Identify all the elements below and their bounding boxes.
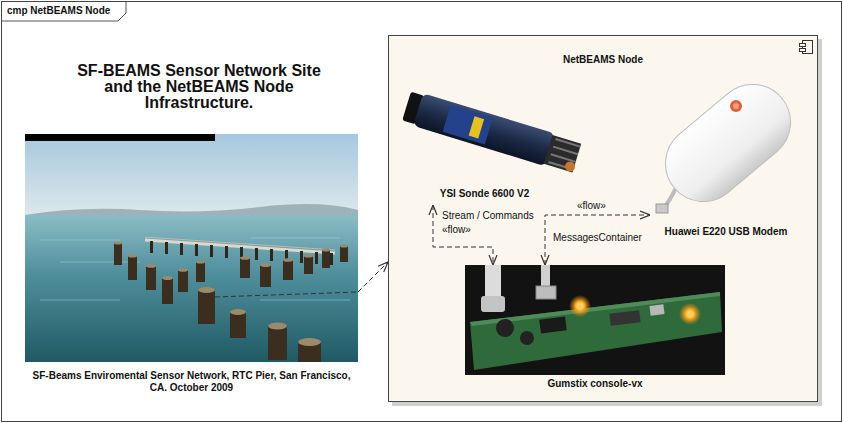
device-node: Gumstix console-vx xyxy=(465,265,725,394)
component-fill xyxy=(388,35,818,402)
device-node: YSI Sonde 6600 V2 xyxy=(403,85,566,204)
stereotype-label: «flow» xyxy=(575,200,608,212)
title-block: SF-BEAMS Sensor Network Site and the Net… xyxy=(64,63,334,111)
stereotype-label: «flow» xyxy=(440,224,473,236)
pier-photo xyxy=(25,134,358,362)
node-label: SF-Beams Enviromental Sensor Network, RT… xyxy=(25,370,358,394)
sonde-picture xyxy=(402,90,583,175)
edge-label: MessagesContainer xyxy=(551,232,644,244)
gumstix-picture xyxy=(465,265,725,375)
flow-connector xyxy=(545,215,650,265)
node-label: Huawei E220 USB Modem xyxy=(650,226,802,238)
component-icon xyxy=(800,41,813,54)
frame-name: cmp NetBEAMS Node xyxy=(7,5,836,17)
flow-connector xyxy=(358,262,388,292)
node-label: Gumstix console-vx xyxy=(465,378,725,390)
device-node: Huawei E220 USB Modem xyxy=(650,76,802,242)
diagram-title: SF-BEAMS Sensor Network Site and the Net… xyxy=(64,63,334,111)
photo-node: SF-Beams Enviromental Sensor Network, RT… xyxy=(25,134,358,398)
leader-line xyxy=(215,292,358,297)
modem-picture xyxy=(650,69,806,217)
edge-label: Stream / Commands xyxy=(440,210,536,222)
node-label: YSI Sonde 6600 V2 xyxy=(403,188,566,200)
component-name: NetBEAMS Node xyxy=(388,54,818,66)
